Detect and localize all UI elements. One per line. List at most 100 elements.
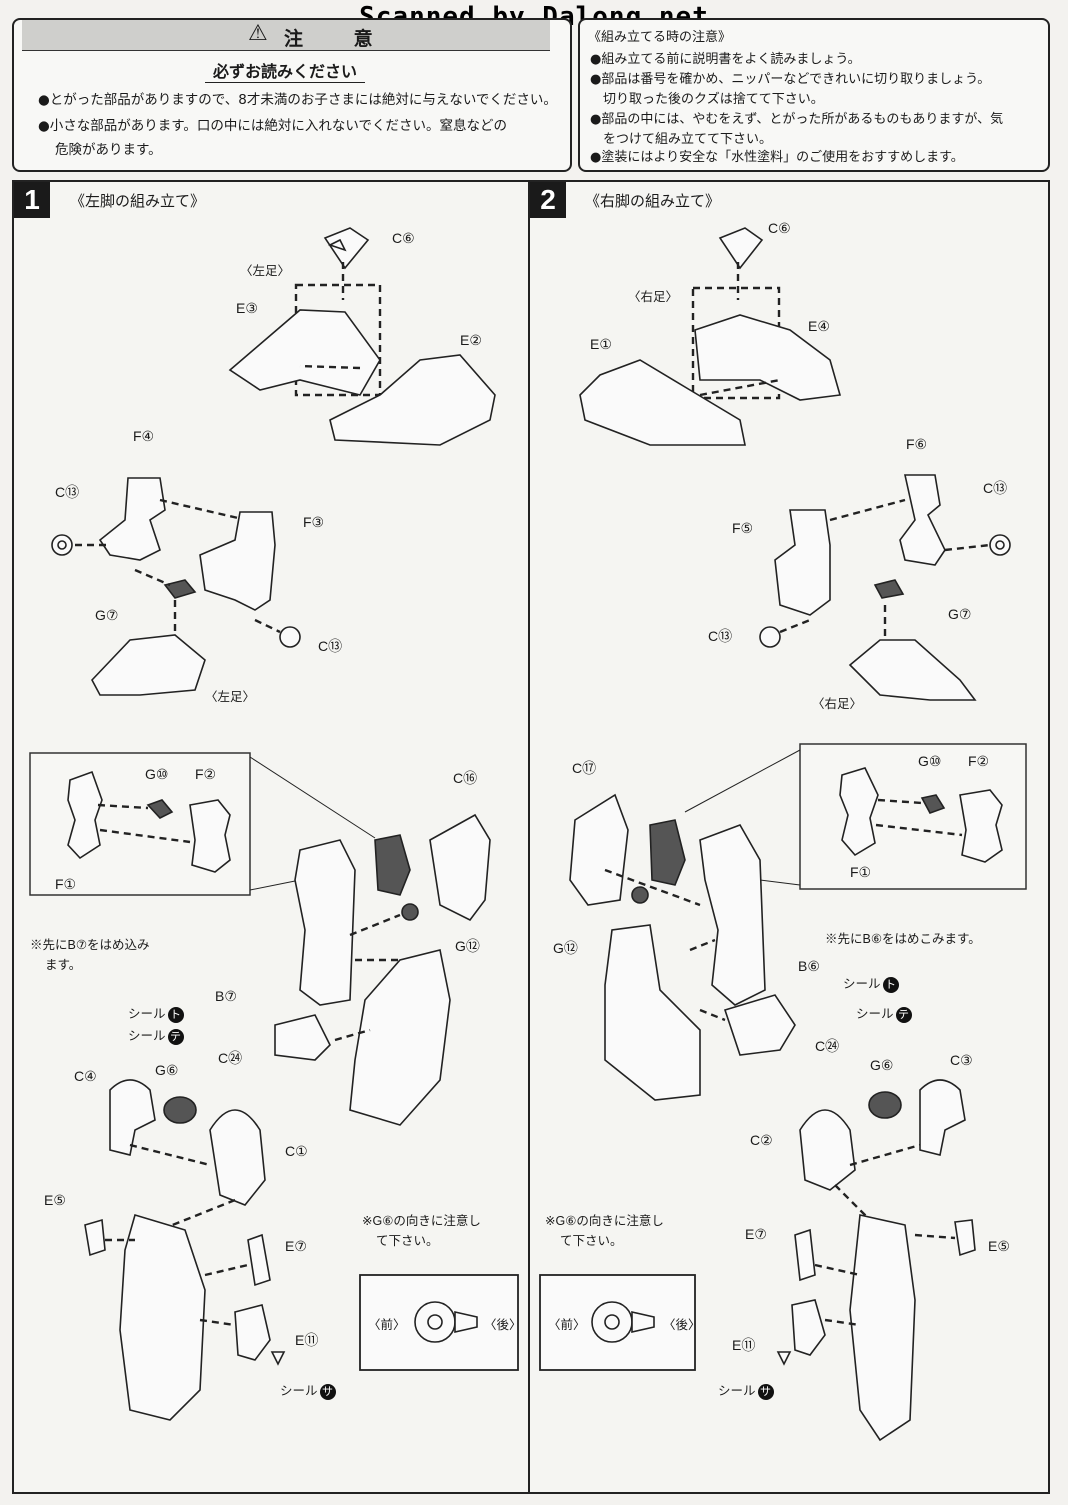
seal-mark-to: ト (882, 977, 899, 993)
step1-seal-te-label: シール (128, 1029, 166, 1043)
step2-seal-to: シールト (843, 973, 899, 993)
seal-mark-sa: サ (319, 1384, 336, 1400)
step1-note-b7: ※先にB⑦をはめ込み (30, 938, 150, 952)
step1-foot-assembly (228, 227, 496, 446)
step2-seal-to-label: シール (843, 977, 881, 991)
caution-item-1: ●とがった部品がありますので、8才未満のお子さまには絶対に与えないでください。 (38, 92, 557, 108)
step2-part-g10: G⑩ (918, 753, 942, 769)
step2-seal-sa: シールサ (718, 1380, 774, 1400)
step1-part-c4: C④ (74, 1068, 97, 1084)
caution-subtitle: 必ずお読みください (205, 58, 366, 83)
step2-foot-label-bottom: 〈右足〉 (812, 697, 863, 711)
assembly-note-2: ●部品は番号を確かめ、ニッパーなどできれいに切り取りましょう。 (590, 72, 991, 87)
step2-part-e4: E④ (808, 318, 830, 334)
step1-part-e11: E⑪ (295, 1332, 319, 1348)
step1-foot-label-bottom: 〈左足〉 (205, 690, 256, 704)
step1-part-f4: F④ (133, 428, 155, 444)
step1-part-g12: G⑫ (455, 938, 480, 954)
step1-thigh-frame (51, 477, 301, 696)
assembly-notes-box (578, 18, 1050, 172)
step2-thigh-frame (759, 474, 1011, 701)
step1-part-c16: C⑯ (453, 770, 478, 786)
seal-mark-sa: サ (757, 1384, 774, 1400)
step2-seal-te-label: シール (856, 1007, 894, 1021)
step1-part-e7: E⑦ (285, 1238, 307, 1254)
step2-note-g6-cont: て下さい。 (560, 1234, 623, 1248)
assembly-notes-title: 《組み立てる時の注意》 (588, 30, 732, 45)
step1-foot-label-top: 〈左足〉 (240, 264, 291, 278)
step2-seal-te: シールテ (856, 1003, 912, 1023)
step1-orient-back: 〈後〉 (484, 1318, 522, 1332)
caution-item-3: 危険があります。 (55, 142, 162, 158)
step2-part-c13b: C⑬ (708, 628, 733, 644)
step2-inset-joint (839, 767, 1003, 863)
step2-part-e1: E① (590, 336, 612, 352)
step1-note-g6: ※G⑥の向きに注意し (362, 1214, 481, 1228)
step2-part-e11: E⑪ (732, 1337, 756, 1353)
step1-note-b7-cont: ます。 (45, 958, 82, 972)
step2-part-c13a: C⑬ (983, 480, 1008, 496)
step2-part-f1: F① (850, 864, 872, 880)
step2-knee-group (569, 793, 796, 1101)
step1-part-g10: G⑩ (145, 766, 169, 782)
step1-title: 《左脚の組み立て》 (70, 192, 206, 210)
step1-seal-sa: シールサ (280, 1380, 336, 1400)
step1-part-c6: C⑥ (392, 230, 415, 246)
step1-number: 1 (14, 182, 50, 218)
step1-part-e2: E② (460, 332, 482, 348)
step1-knee-group (274, 813, 491, 1126)
step1-part-c24: C㉔ (218, 1050, 243, 1066)
assembly-note-1: ●組み立てる前に説明書をよく読みましょう。 (590, 52, 861, 67)
step2-part-f2: F② (968, 753, 990, 769)
step1-lower-leg (84, 1079, 286, 1421)
step2-part-f6: F⑥ (906, 436, 928, 452)
step2-part-g12: G⑫ (553, 940, 578, 956)
step2-part-g6: G⑥ (870, 1057, 894, 1073)
step1-seal-to-label: シール (128, 1007, 166, 1021)
step2-part-c3: C③ (950, 1052, 973, 1068)
step1-seal-to: シールト (128, 1003, 184, 1023)
step1-inset-joint (67, 770, 231, 873)
seal-mark-te: テ (895, 1007, 912, 1023)
step1-part-f1: F① (55, 876, 77, 892)
assembly-note-5: をつけて組み立てて下さい。 (603, 132, 773, 147)
step2-foot-assembly (579, 227, 842, 446)
step2-part-b6: B⑥ (798, 958, 820, 974)
step1-seal-sa-label: シール (280, 1384, 318, 1398)
step2-lower-leg (776, 1079, 976, 1442)
step2-part-c17: C⑰ (572, 760, 597, 776)
step1-part-c1: C① (285, 1143, 308, 1159)
step2-orient-back: 〈後〉 (663, 1318, 701, 1332)
step2-part-c24: C㉔ (815, 1038, 840, 1054)
caution-title: 注 意 (284, 28, 395, 50)
caution-item-2: ●小さな部品があります。口の中には絶対に入れないでください。窒息などの (38, 118, 508, 134)
step2-note-b6: ※先にB⑥をはめこみます。 (825, 932, 981, 946)
seal-mark-te: テ (167, 1029, 184, 1045)
step2-orientation-diagram (591, 1301, 655, 1343)
step1-part-f3: F③ (303, 514, 325, 530)
step2-title: 《右脚の組み立て》 (585, 192, 721, 210)
step1-part-b7: B⑦ (215, 988, 237, 1004)
step1-seal-te: シールテ (128, 1025, 184, 1045)
step2-seal-sa-label: シール (718, 1384, 756, 1398)
step1-part-e5: E⑤ (44, 1192, 66, 1208)
assembly-note-4: ●部品の中には、やむをえず、とがった所があるものもありますが、気 (590, 112, 1004, 127)
step1-part-c13b: C⑬ (318, 638, 343, 654)
step2-part-c2: C② (750, 1132, 773, 1148)
step1-orientation-diagram (414, 1301, 478, 1343)
warning-icon: ⚠ (248, 21, 268, 46)
step2-foot-label-top: 〈右足〉 (628, 290, 679, 304)
step2-orient-front: 〈前〉 (548, 1318, 586, 1332)
step1-part-f2: F② (195, 766, 217, 782)
assembly-note-3: 切り取った後のクズは捨てて下さい。 (603, 92, 824, 107)
step2-part-g7: G⑦ (948, 606, 972, 622)
step2-part-f5: F⑤ (732, 520, 754, 536)
step1-part-g6: G⑥ (155, 1062, 179, 1078)
step1-part-e3: E③ (236, 300, 258, 316)
step1-note-g6-cont: て下さい。 (376, 1234, 439, 1248)
step1-part-c13a: C⑬ (55, 484, 80, 500)
step2-part-e5: E⑤ (988, 1238, 1010, 1254)
assembly-note-6: ●塗装にはより安全な「水性塗料」のご使用をおすすめします。 (590, 150, 964, 165)
step2-part-c6: C⑥ (768, 220, 791, 236)
